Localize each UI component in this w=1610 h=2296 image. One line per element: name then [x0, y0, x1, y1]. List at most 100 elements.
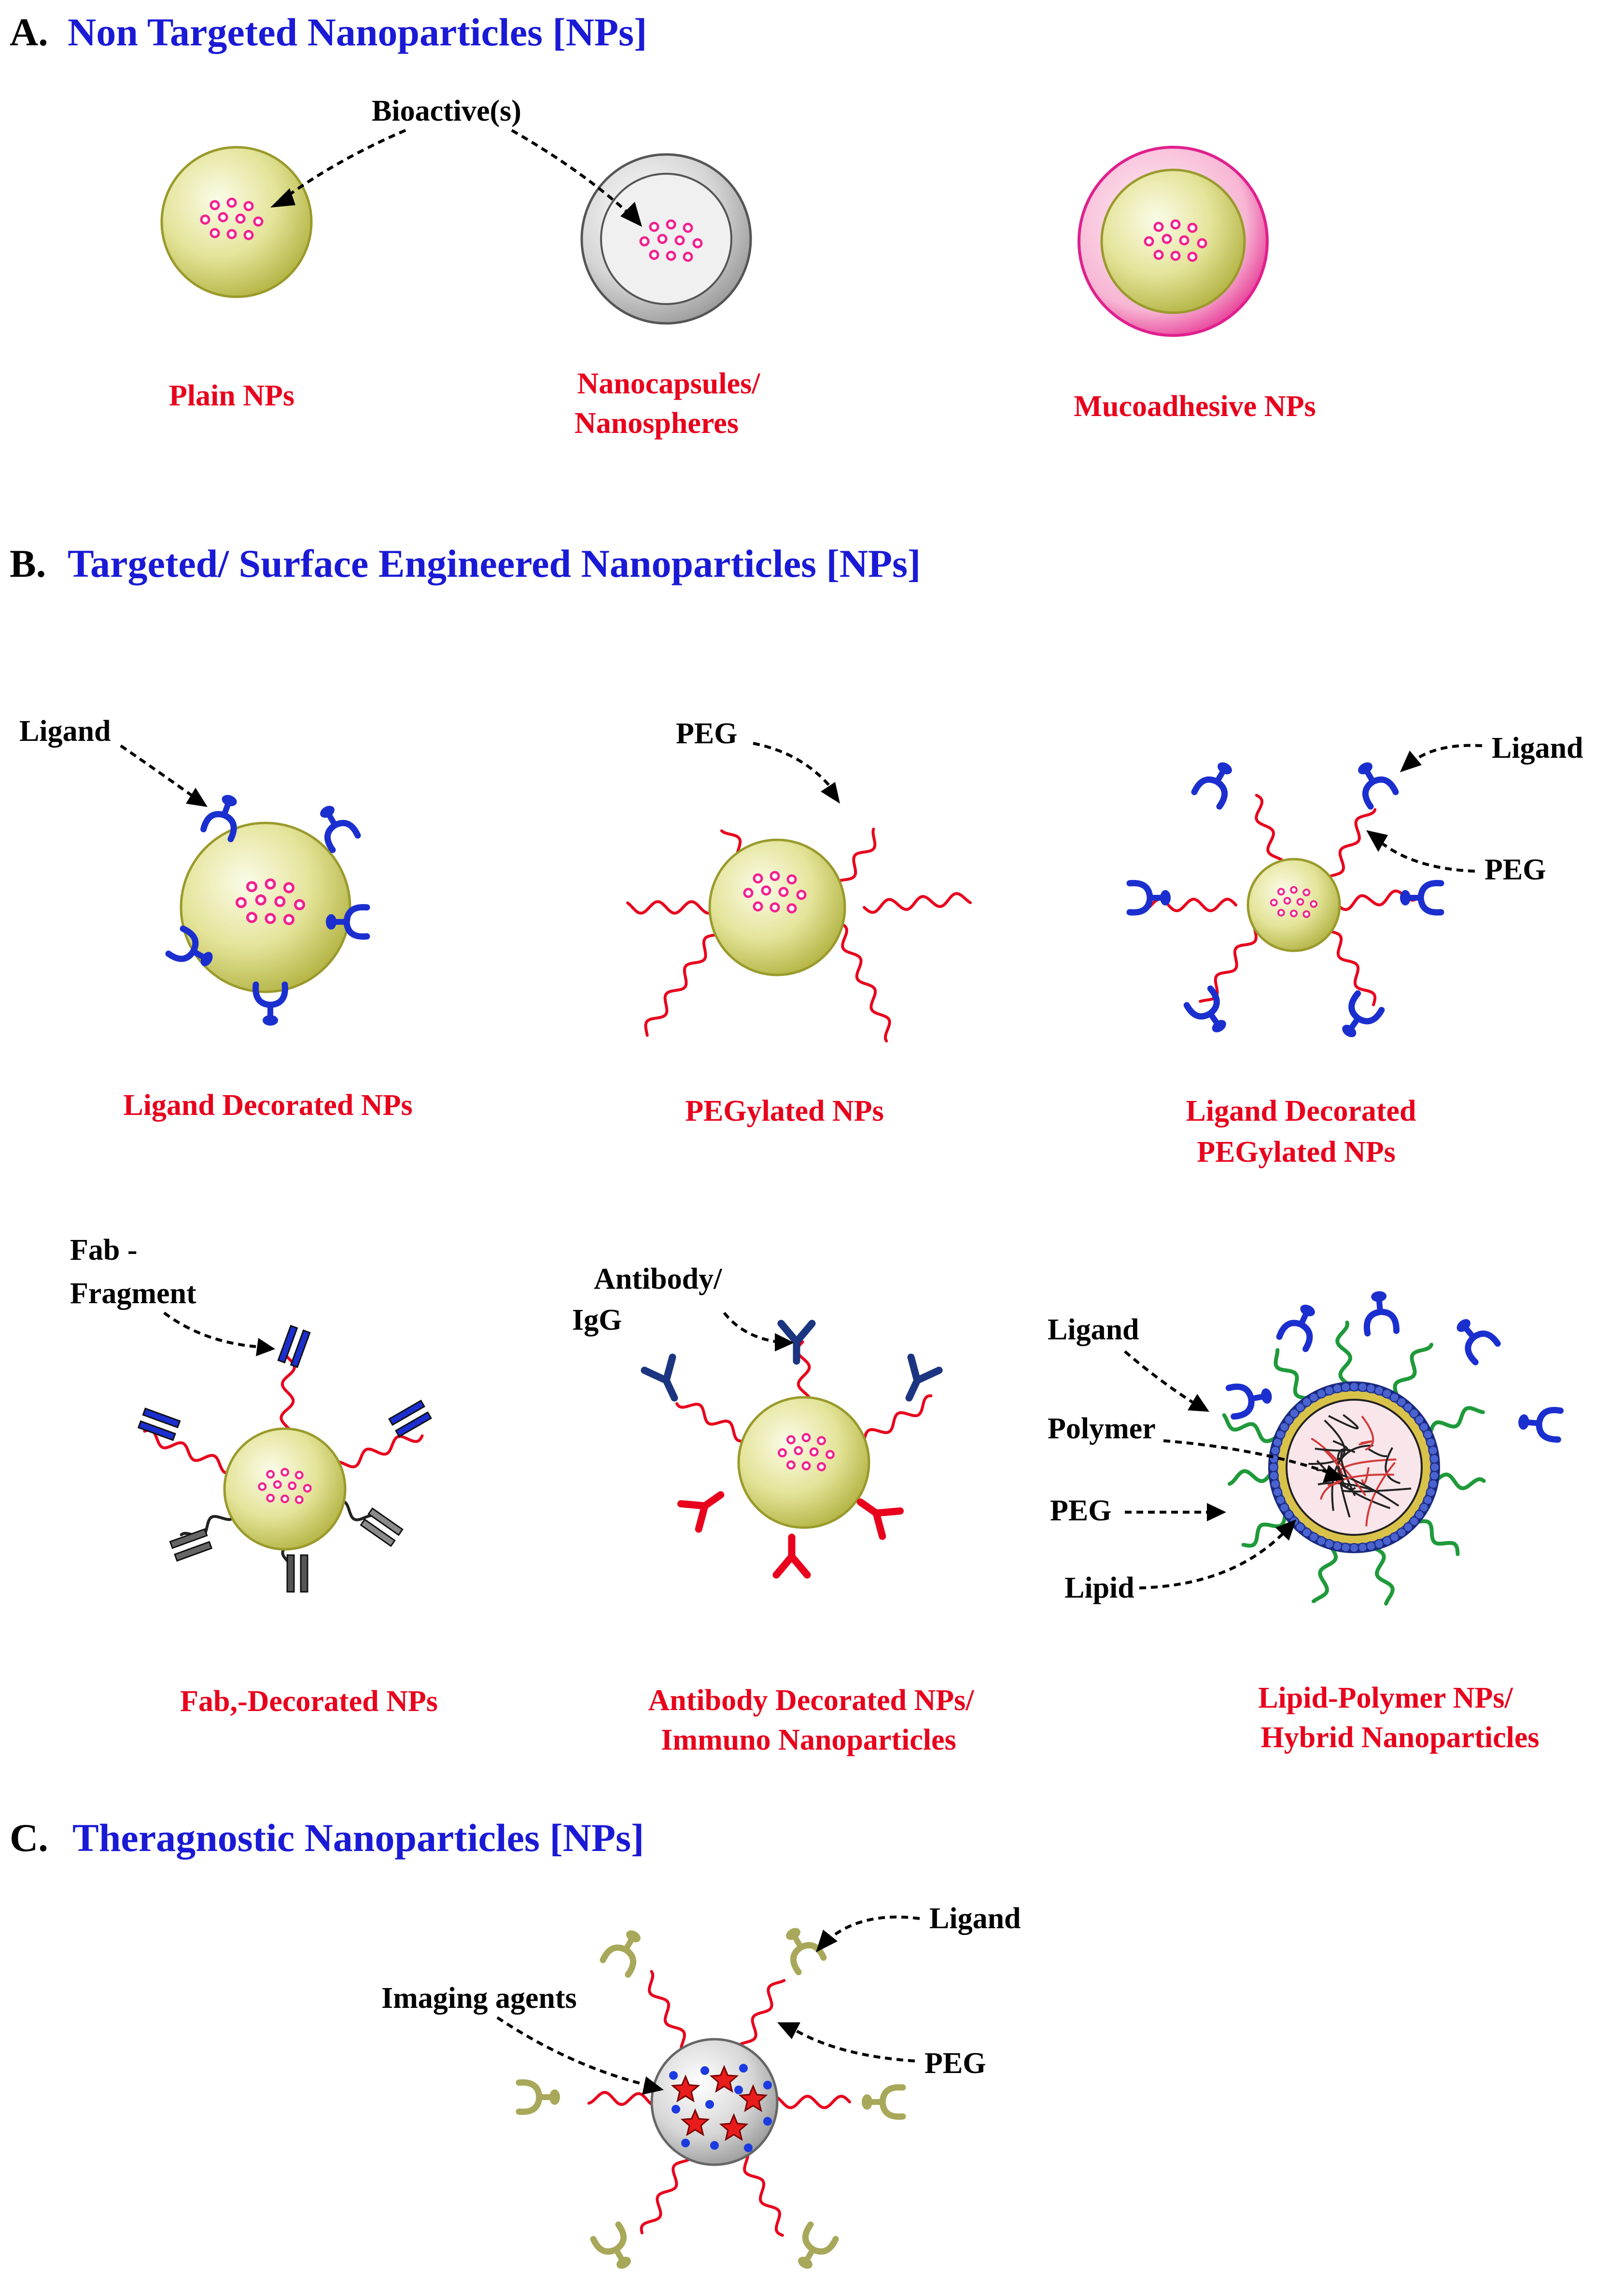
fab-fragment-icon — [360, 1507, 404, 1547]
ligand-icon — [1363, 1291, 1400, 1337]
imaging-agents-label: Imaging agents — [381, 1982, 577, 2015]
ligand-icon — [320, 806, 361, 853]
ligand-icon — [600, 1930, 641, 1978]
ligand-icon — [798, 2221, 839, 2269]
fab-decorated-np — [137, 1324, 432, 1593]
antibody-label-1: Antibody/ — [594, 1263, 722, 1295]
arrowhead — [1323, 1465, 1344, 1483]
peg-chain — [826, 906, 891, 1043]
caption-ligand-peg-2: PEGylated NPs — [1197, 1136, 1396, 1169]
mucoadhesive-np — [1078, 146, 1269, 337]
imaging-arrow — [496, 2016, 647, 2087]
ligand-icon — [1183, 985, 1226, 1032]
antibody-arrow — [723, 1312, 778, 1343]
fab-label-2: Fragment — [70, 1277, 196, 1310]
bioactive-dots — [258, 1468, 312, 1504]
bioactive-arrow-right — [511, 129, 629, 214]
caption-hybrid-2: Hybrid Nanoparticles — [1261, 1721, 1540, 1754]
antibody-icon — [641, 1353, 678, 1402]
arrowhead — [620, 202, 642, 227]
caption-nanocapsules-1: Nanocapsules/ — [577, 367, 761, 400]
peg-label-2: PEG — [1484, 853, 1546, 886]
peg-label-c: PEG — [924, 2047, 986, 2080]
ligand-icon — [1358, 762, 1399, 810]
ligand-icon — [1126, 880, 1171, 916]
fab-fragment-icon — [286, 1554, 308, 1593]
caption-antibody-2: Immuno Nanoparticles — [661, 1724, 956, 1756]
bioactive-dots — [200, 197, 264, 240]
arrowhead — [1275, 1519, 1296, 1541]
ligand-icon — [1225, 1383, 1272, 1420]
lipid-label: Lipid — [1064, 1572, 1134, 1604]
polymer-arrow — [1163, 1439, 1328, 1474]
arrowhead — [1400, 751, 1422, 772]
ligand-icon — [862, 2084, 906, 2120]
arrowhead — [1207, 1503, 1226, 1521]
arrowhead — [642, 2076, 664, 2095]
antibody-icon — [677, 1491, 725, 1533]
ligand-icon — [165, 925, 213, 966]
bioactive-dots — [1144, 219, 1207, 262]
arrowhead — [1366, 830, 1388, 852]
peg-label: PEG — [676, 717, 737, 750]
ligand-pegylated-np — [1126, 762, 1444, 1037]
fab-fragment-icon — [277, 1324, 311, 1368]
ligand-icon — [516, 2079, 560, 2115]
arrowhead — [186, 788, 208, 807]
ligand-icon — [590, 2221, 631, 2269]
caption-antibody-1: Antibody Decorated NPs/ — [648, 1684, 974, 1717]
caption-plain: Plain NPs — [169, 379, 294, 412]
peg-chain — [863, 892, 972, 914]
peg-arrow-c — [793, 2028, 915, 2062]
antibody-icon — [905, 1353, 943, 1402]
ligand-icon — [1456, 1319, 1501, 1365]
lipid-arrow — [1139, 1531, 1286, 1589]
arrowhead — [777, 2022, 800, 2039]
section-c-letter: C. — [10, 1816, 48, 1860]
section-b-letter: B. — [10, 542, 46, 585]
caption-mucoadhesive: Mucoadhesive NPs — [1074, 390, 1316, 423]
peg-label-3: PEG — [1050, 1494, 1111, 1527]
ligand-icon — [200, 794, 237, 842]
pegylated-np — [626, 827, 972, 1043]
ligand-icon — [252, 981, 288, 1026]
bioactive-dots — [1270, 886, 1318, 918]
caption-ligand-peg-1: Ligand Decorated — [1186, 1095, 1416, 1127]
ligand-label-3: Ligand — [1048, 1313, 1139, 1346]
ligand-label-c: Ligand — [929, 1902, 1021, 1935]
arrowhead — [821, 782, 840, 804]
ligand-arrow — [120, 744, 194, 798]
section-c-title: Theragnostic Nanoparticles [NPs] — [72, 1816, 644, 1860]
ligand-decorated-np — [165, 794, 370, 1026]
ligand-icon — [1276, 1305, 1315, 1352]
fab-fragment-icon — [388, 1399, 432, 1438]
ligand-arrow-c — [829, 1915, 920, 1939]
ligand-icon — [1342, 990, 1385, 1037]
ligand-icon — [786, 1928, 827, 1976]
bioactive-dots — [743, 871, 807, 914]
bioactive-dots — [778, 1433, 835, 1472]
theragnostic-np — [516, 1928, 906, 2269]
antibody-label-2: IgG — [572, 1304, 622, 1336]
ligand-label-2: Ligand — [1492, 732, 1583, 765]
lipid-polymer-hybrid-np — [1222, 1291, 1564, 1606]
bioactive-dots — [235, 878, 306, 925]
fab-fragment-icon — [137, 1407, 181, 1441]
arrowhead — [256, 1338, 275, 1356]
polymer-label: Polymer — [1048, 1412, 1156, 1445]
bioactive-arrow-left — [284, 129, 406, 199]
antibody-icon — [856, 1498, 904, 1540]
ligand-arrow-2 — [1414, 744, 1483, 762]
section-a-letter: A. — [10, 10, 48, 54]
antibody-icon — [777, 1320, 816, 1365]
polymer-mesh — [1308, 1414, 1412, 1527]
ligand-icon — [1518, 1406, 1564, 1443]
antibody-icon — [772, 1533, 811, 1579]
peg-arrow-2 — [1380, 841, 1475, 873]
fab-label-1: Fab - — [70, 1234, 138, 1266]
ligand-icon — [326, 904, 370, 940]
caption-ligand-decorated: Ligand Decorated NPs — [123, 1089, 412, 1122]
bioactive-label: Bioactive(s) — [372, 95, 521, 127]
fab-arrow — [163, 1311, 256, 1348]
